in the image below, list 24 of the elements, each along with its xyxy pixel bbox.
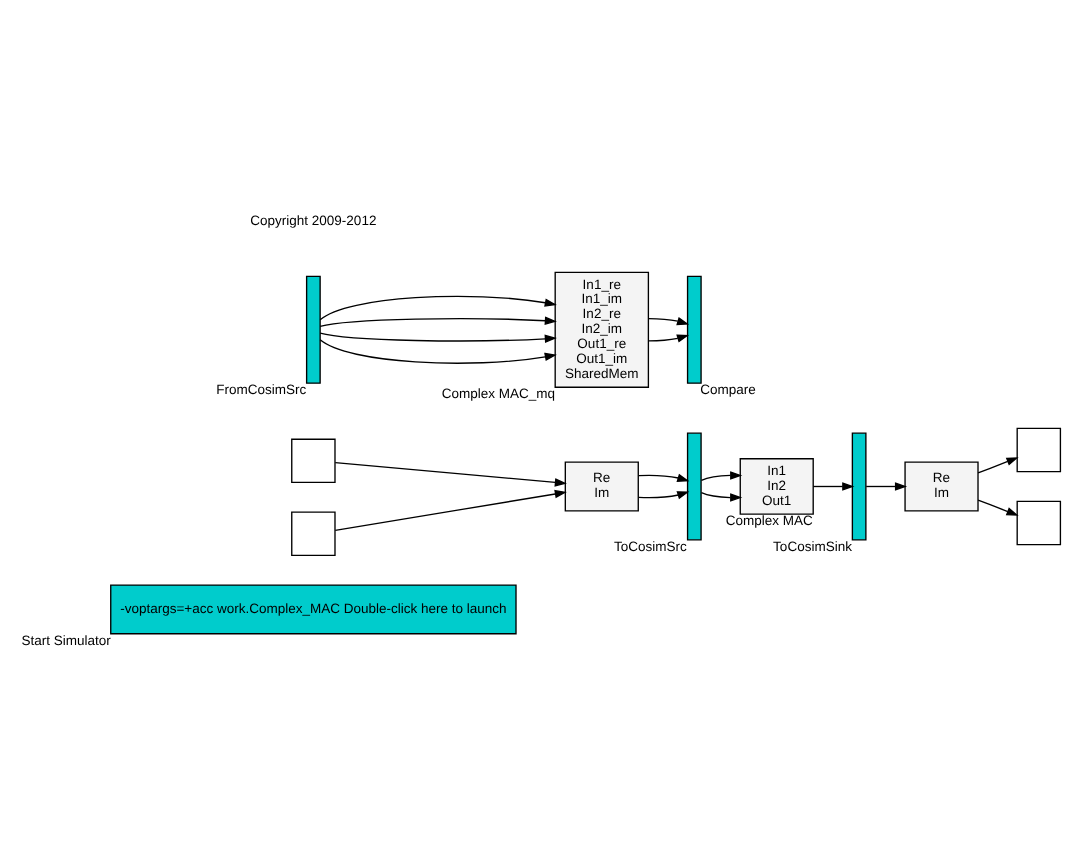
arrow — [319, 332, 557, 344]
arrow — [700, 491, 743, 502]
arrow — [977, 499, 1019, 516]
arrow — [647, 317, 690, 326]
arrow — [647, 334, 690, 343]
arrow — [334, 462, 567, 487]
node-box — [291, 511, 336, 557]
node-bar — [305, 275, 321, 384]
node-bar — [851, 432, 867, 541]
arrow — [319, 339, 557, 364]
arrow — [700, 471, 743, 482]
arrow — [334, 489, 567, 532]
arrow — [977, 457, 1019, 474]
arrow — [865, 482, 908, 491]
arrow — [812, 482, 855, 491]
arrow — [637, 473, 690, 482]
node-bar — [686, 432, 702, 541]
arrow — [319, 295, 557, 321]
arrow — [637, 491, 690, 500]
node-box — [1016, 500, 1062, 546]
node-bar — [686, 275, 702, 384]
node-box — [1016, 427, 1062, 473]
node-box — [291, 438, 336, 484]
arrow — [319, 316, 557, 328]
